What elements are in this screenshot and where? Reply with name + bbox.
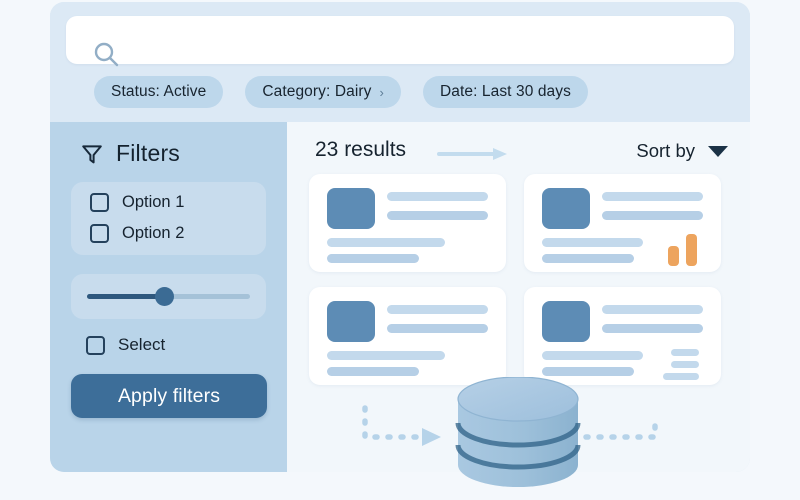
result-card[interactable] — [309, 287, 506, 385]
flow-arrow-icon — [437, 146, 513, 162]
card-meta-line — [671, 349, 699, 356]
filter-chip-date[interactable]: Date: Last 30 days — [422, 76, 588, 108]
card-body-line — [327, 254, 419, 263]
card-body-line — [327, 367, 419, 376]
checkbox-row-option-2[interactable]: Option 2 — [90, 224, 184, 243]
search-icon — [92, 40, 120, 68]
card-title-line — [602, 305, 703, 314]
card-thumbnail — [327, 188, 375, 229]
checkbox-option-2[interactable] — [90, 224, 109, 243]
card-subtitle-line — [602, 324, 703, 333]
checkbox-select[interactable] — [86, 335, 105, 355]
card-thumbnail — [327, 301, 375, 342]
card-subtitle-line — [387, 324, 488, 333]
result-card[interactable] — [524, 174, 721, 272]
app-window: Status: Active Category: Dairy › Date: L… — [50, 2, 750, 472]
header-bar: Status: Active Category: Dairy › Date: L… — [50, 2, 750, 122]
result-card[interactable] — [524, 287, 721, 385]
checkbox-select-label: Select — [118, 335, 166, 354]
card-body-line — [542, 254, 634, 263]
card-thumbnail — [542, 188, 590, 229]
card-meta-line — [671, 361, 699, 368]
checkbox-row-option-1[interactable]: Option 1 — [90, 193, 184, 212]
card-title-line — [387, 192, 488, 201]
filter-chip-category[interactable]: Category: Dairy › — [245, 76, 401, 108]
checkbox-row-select[interactable]: Select — [86, 335, 165, 355]
filter-chip-status[interactable]: Status: Active — [94, 76, 224, 108]
checkbox-group-card: Option 1 Option 2 — [71, 182, 266, 255]
card-subtitle-line — [387, 211, 488, 220]
database-cylinder-icon — [452, 376, 584, 487]
slider-fill — [87, 294, 164, 299]
sort-by-label: Sort by — [636, 140, 695, 161]
card-body-line — [542, 367, 634, 376]
checkbox-option-2-label: Option 2 — [122, 224, 185, 242]
card-bar-chart-bar — [686, 234, 697, 266]
card-body-line — [327, 351, 445, 360]
filter-chip-date-label: Date: Last 30 days — [439, 83, 571, 100]
apply-filters-button[interactable]: Apply filters — [71, 374, 267, 418]
slider-card — [71, 274, 266, 319]
result-card[interactable] — [309, 174, 506, 272]
filters-header: Filters — [80, 140, 180, 167]
filter-chip-list: Status: Active Category: Dairy › Date: L… — [94, 76, 588, 108]
card-body-line — [542, 238, 643, 247]
sort-by-control[interactable]: Sort by — [636, 140, 728, 162]
card-title-line — [387, 305, 488, 314]
card-meta-line — [663, 373, 699, 380]
results-area: 23 results Sort by — [287, 122, 750, 472]
search-input[interactable] — [66, 16, 734, 67]
card-body-line — [542, 351, 643, 360]
checkbox-option-1[interactable] — [90, 193, 109, 212]
slider-thumb[interactable] — [154, 287, 174, 306]
card-thumbnail — [542, 301, 590, 342]
funnel-icon — [80, 142, 104, 166]
card-subtitle-line — [602, 211, 703, 220]
chevron-right-icon: › — [379, 84, 384, 100]
chevron-down-icon[interactable] — [708, 145, 728, 157]
card-body-line — [327, 238, 445, 247]
filter-chip-status-label: Status: Active — [111, 83, 207, 100]
results-header: 23 results Sort by — [287, 122, 750, 180]
card-bar-chart-bar — [668, 246, 679, 266]
card-title-line — [602, 192, 703, 201]
filters-title: Filters — [116, 140, 181, 166]
filter-chip-category-label: Category: Dairy — [262, 83, 372, 100]
results-count: 23 results — [315, 138, 407, 161]
filters-sidebar: Filters Option 1 Option 2 — [50, 122, 287, 472]
checkbox-option-1-label: Option 1 — [122, 193, 185, 211]
